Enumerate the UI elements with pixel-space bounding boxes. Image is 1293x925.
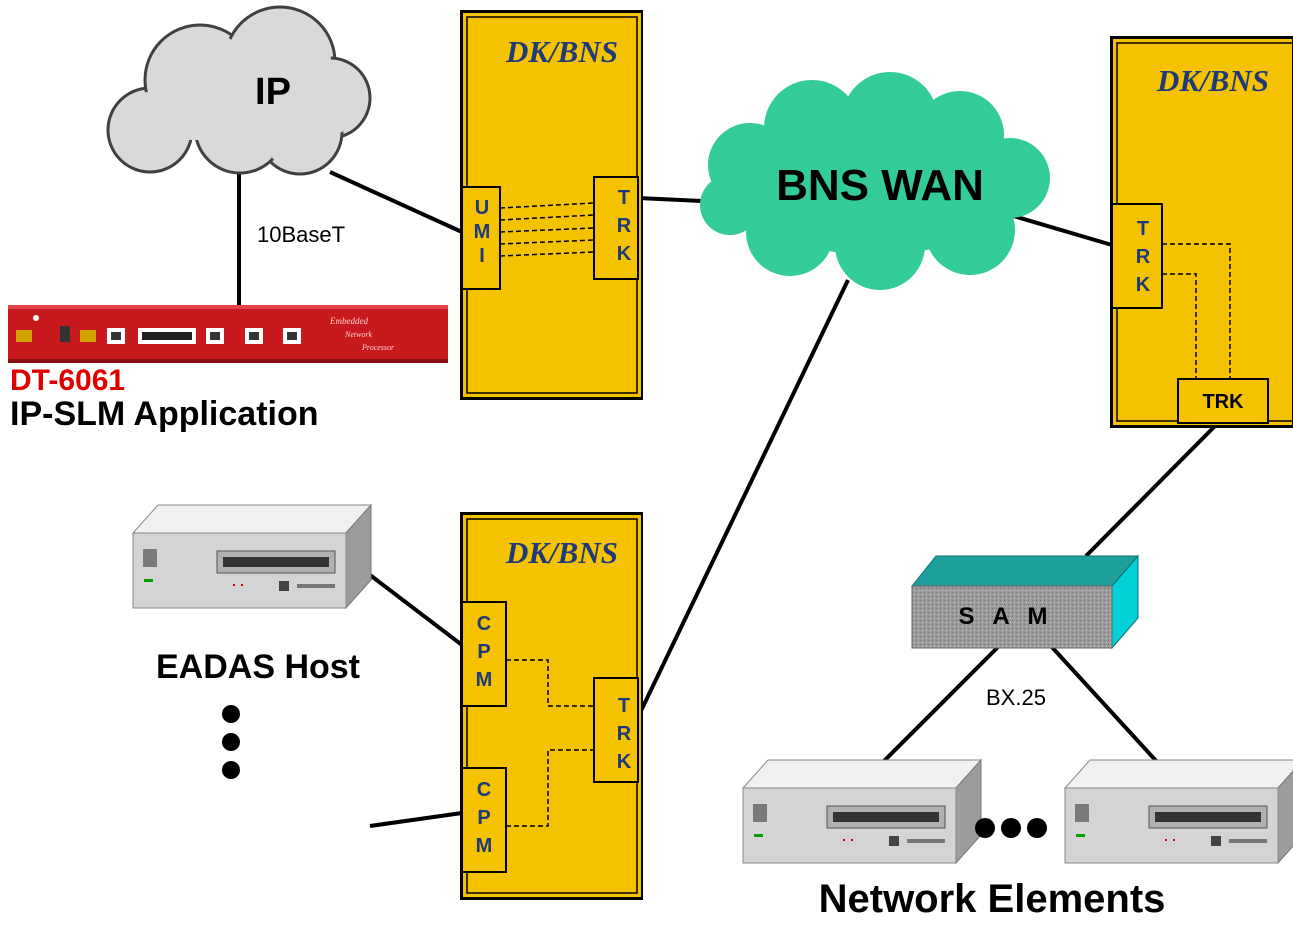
device-model-label: DT-6061 <box>10 364 125 397</box>
link-right-trk-to-sam <box>1084 422 1219 558</box>
trk-port-bottom <box>593 677 639 783</box>
device-panel-line-1: Embedded <box>329 316 368 326</box>
dt6061-device: Embedded Network Processor <box>8 305 448 363</box>
eadas-host-server-icon <box>132 504 372 609</box>
trk-port-right-bottom-label: TRK <box>1202 391 1244 413</box>
link-loose-to-cpm <box>369 811 463 828</box>
sam-label: S A M <box>959 603 1054 630</box>
link-sam-to-ne-left <box>867 643 1002 778</box>
link-10baset-label: 10BaseT <box>257 222 345 247</box>
link-sam-to-ne-right <box>1048 643 1172 778</box>
node-right-title: DK/BNS <box>1156 63 1269 98</box>
bns-wan-label: BNS WAN <box>776 161 984 210</box>
link-wan-to-bottom-trk <box>636 279 850 718</box>
bx25-label: BX.25 <box>986 685 1046 710</box>
ip-cloud-label: IP <box>255 71 291 113</box>
device-panel-line-2: Network <box>344 330 373 339</box>
network-elements-label: Network Elements <box>819 877 1166 921</box>
link-ip-to-umi <box>329 170 463 234</box>
trk-port-top <box>593 176 639 280</box>
ip-cloud: IP <box>106 5 372 176</box>
bns-wan-cloud: BNS WAN <box>700 72 1050 290</box>
horizontal-ellipsis-icon <box>975 818 1047 838</box>
eadas-host-label: EADAS Host <box>156 648 360 686</box>
link-wan-to-right-trk <box>1009 213 1113 247</box>
vertical-ellipsis-icon <box>222 705 240 779</box>
connection-lines <box>237 170 1219 828</box>
trk-port-right <box>1111 203 1163 309</box>
umi-port <box>461 186 501 290</box>
device-app-label: IP-SLM Application <box>10 395 319 433</box>
cpm-port-2 <box>461 767 507 873</box>
network-element-right-server-icon <box>1064 759 1293 864</box>
node-bottom-title: DK/BNS <box>505 535 618 570</box>
node-top-title: DK/BNS <box>505 34 618 69</box>
trk-port-right-bottom <box>1177 378 1269 424</box>
sam-switch: S A M <box>910 554 1140 650</box>
link-eadas-to-cpm <box>368 573 464 647</box>
network-element-left-server-icon <box>742 759 982 864</box>
device-port-icons <box>16 315 301 344</box>
cpm-port-1 <box>461 601 507 707</box>
device-panel-line-3: Processor <box>361 343 395 352</box>
